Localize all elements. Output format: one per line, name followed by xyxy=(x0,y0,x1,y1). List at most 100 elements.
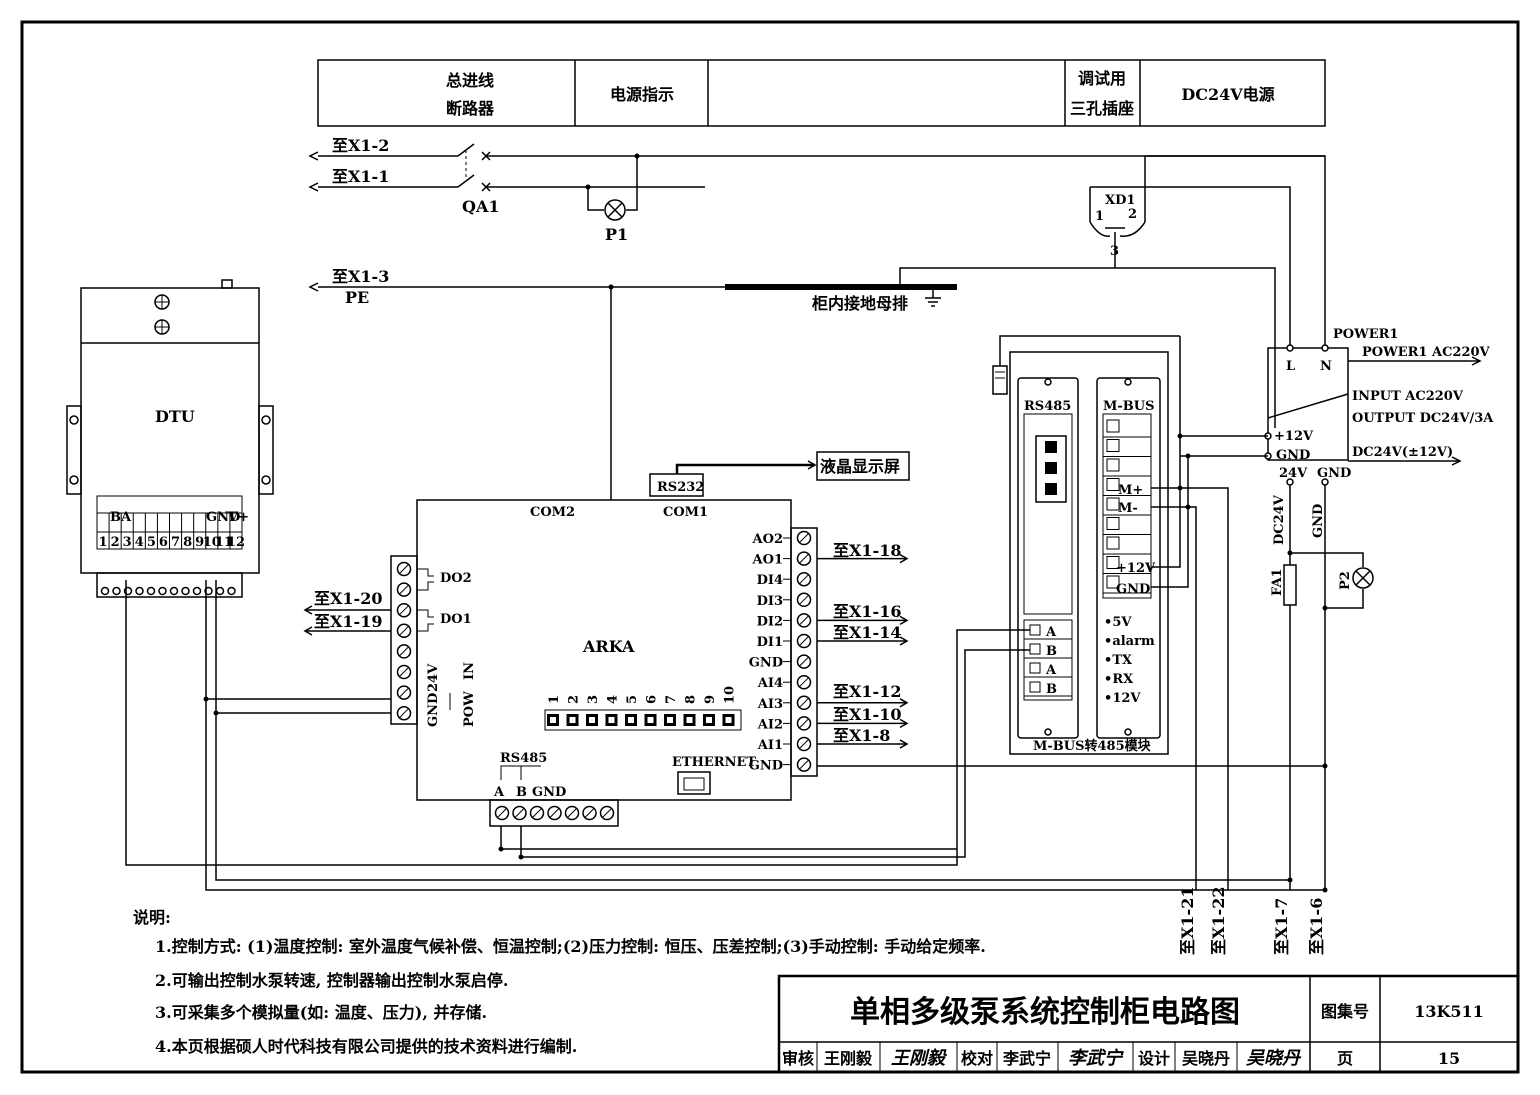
header-main-breaker-2: 断路器 xyxy=(446,99,495,118)
label-x1-2: 至X1-2 xyxy=(332,136,389,155)
arka-rs485-b: B xyxy=(516,785,527,800)
arka-in: IN xyxy=(462,662,477,680)
arka-rs232: RS232 xyxy=(657,480,704,495)
mbus-led-tx: •TX xyxy=(1104,653,1133,668)
mbus-b1: B xyxy=(1046,644,1057,659)
ps-out-24v: 24V xyxy=(1279,466,1308,481)
mbus-a1: A xyxy=(1045,625,1057,640)
dip-number: 6 xyxy=(645,695,660,704)
mbus-caption: M-BUS转485模块 xyxy=(1033,738,1152,754)
atlas-label: 图集号 xyxy=(1321,1002,1369,1021)
dtu-term-gnd: GND xyxy=(206,510,240,525)
dtu-term-a: A xyxy=(120,510,132,525)
dtu-terminal-number: 8 xyxy=(183,535,192,550)
ps-gnd-wire: GND xyxy=(1311,504,1326,538)
ps-name: POWER1 xyxy=(1333,327,1398,342)
arka-terminal-label: DI3 xyxy=(757,594,783,609)
mbus-mbus: M-BUS xyxy=(1103,399,1155,414)
ps-n: N xyxy=(1320,359,1332,374)
label-x1-20: 至X1-20 xyxy=(314,589,382,608)
ps-gnd: GND xyxy=(1276,448,1310,463)
dtu-terminal-number: 10 xyxy=(203,535,221,550)
ps-output: OUTPUT DC24V/3A xyxy=(1352,411,1494,426)
dtu-term-b: B xyxy=(110,510,121,525)
mbus-led-5v: •5V xyxy=(1104,615,1132,630)
mbus-led-alarm: •alarm xyxy=(1104,634,1155,649)
dip-number: 7 xyxy=(664,695,679,704)
dtu-term-vplus: V+ xyxy=(227,510,249,525)
arka-do2: DO2 xyxy=(440,571,472,586)
dip-number: 2 xyxy=(567,695,582,704)
top-wiring: 至X1-2 至X1-1 QA1 P1 XD1 1 2 3 xyxy=(308,136,1326,500)
arka-pow: POW xyxy=(462,691,477,727)
header-debug-socket-1: 调试用 xyxy=(1078,69,1126,88)
label-x1-21: 至X1-21 xyxy=(1178,887,1197,955)
arka-label: ARKA xyxy=(582,637,635,656)
label-p1: P1 xyxy=(605,225,628,244)
dip-number: 3 xyxy=(586,695,601,704)
arka-terminal-label: GND xyxy=(749,759,783,774)
arka-gnd-left: GND xyxy=(426,693,441,727)
mbus-a2: A xyxy=(1045,663,1057,678)
ps-dc24v-wire: DC24V xyxy=(1272,494,1287,545)
ps-p2: P2 xyxy=(1338,571,1353,590)
ps-ac: POWER1 AC220V xyxy=(1362,345,1491,360)
arka-terminal-label: GND xyxy=(749,656,783,671)
ps-input: INPUT AC220V xyxy=(1352,389,1464,404)
notes: 说明: 1.控制方式: (1)温度控制: 室外温度气候补偿、恒温控制;(2)压力… xyxy=(133,908,986,1056)
label-x1-18: 至X1-18 xyxy=(833,541,901,560)
dtu-terminal-number: 9 xyxy=(195,535,204,550)
notes-title: 说明: xyxy=(133,908,171,927)
label-ground-bus: 柜内接地母排 xyxy=(812,294,908,313)
header-main-breaker-1: 总进线 xyxy=(446,71,494,90)
dtu-label: DTU xyxy=(155,407,195,426)
arka-terminal-label: AO2 xyxy=(752,532,783,547)
header-debug-socket-2: 三孔插座 xyxy=(1070,99,1134,118)
dip-number: 5 xyxy=(625,695,640,704)
arka-terminal-label: AI3 xyxy=(757,697,783,712)
mbus-gnd: GND xyxy=(1116,582,1150,597)
checker-name: 李武宁 xyxy=(1002,1049,1051,1068)
label-x1-14: 至X1-14 xyxy=(833,623,901,642)
page-number: 15 xyxy=(1438,1049,1460,1068)
dtu-terminal-number: 12 xyxy=(227,535,245,550)
label-x1-3: 至X1-3 xyxy=(332,267,389,286)
label-x1-8: 至X1-8 xyxy=(833,726,890,745)
dtu-terminal-number: 5 xyxy=(147,535,156,550)
label-lcd: 液晶显示屏 xyxy=(820,457,900,476)
label-x1-16: 至X1-16 xyxy=(833,602,901,621)
dtu-terminal-number: 11 xyxy=(215,535,233,550)
mbus-module: RS485 A B A B M-BUS M+ M- +12V GND •5V •… xyxy=(992,335,1180,755)
atlas-number: 13K511 xyxy=(1414,1002,1484,1021)
ps-12v: +12V xyxy=(1274,429,1314,444)
arka-terminal-label: AI4 xyxy=(757,676,783,691)
arka-do1: DO1 xyxy=(440,612,472,627)
label-x1-1: 至X1-1 xyxy=(332,167,389,186)
label-qa1: QA1 xyxy=(462,197,499,216)
arka-com2: COM2 xyxy=(530,505,575,520)
arka-controller: COM2 COM1 RS232 液晶显示屏 ARKA DO2 DO1 GND 2… xyxy=(303,451,910,827)
mbus-mminus: M- xyxy=(1118,501,1138,516)
arka-24v: 24V xyxy=(426,663,441,692)
label-x1-19: 至X1-19 xyxy=(314,612,382,631)
mbus-b2: B xyxy=(1046,682,1057,697)
note-3: 3.可采集多个模拟量(如: 温度、压力), 并存储. xyxy=(155,1003,487,1022)
arka-terminal-label: DI4 xyxy=(757,573,783,588)
dtu-terminal-number: 3 xyxy=(123,535,132,550)
label-pe: PE xyxy=(345,288,369,307)
dtu-terminal-number: 1 xyxy=(99,535,108,550)
power-supply: POWER1 L N POWER1 AC220V INPUT AC220V OU… xyxy=(1180,327,1494,890)
arka-ethernet: ETHERNET xyxy=(672,755,756,770)
drawing-title: 单相多级泵系统控制柜电路图 xyxy=(850,995,1240,1030)
label-x1-22: 至X1-22 xyxy=(1209,887,1228,955)
designer-signature: 吴晓丹 xyxy=(1246,1048,1302,1069)
dtu-terminal-number: 4 xyxy=(135,535,144,550)
dip-number: 4 xyxy=(606,695,621,704)
interconnect-wires: 至X1-21 至X1-22 至X1-7 至X1-6 xyxy=(125,336,1328,955)
designer-name: 吴晓丹 xyxy=(1182,1049,1230,1068)
mbus-led-12v: •12V xyxy=(1104,691,1141,706)
mbus-12v: +12V xyxy=(1116,561,1156,576)
header-dc24v-supply: DC24V电源 xyxy=(1181,85,1274,104)
